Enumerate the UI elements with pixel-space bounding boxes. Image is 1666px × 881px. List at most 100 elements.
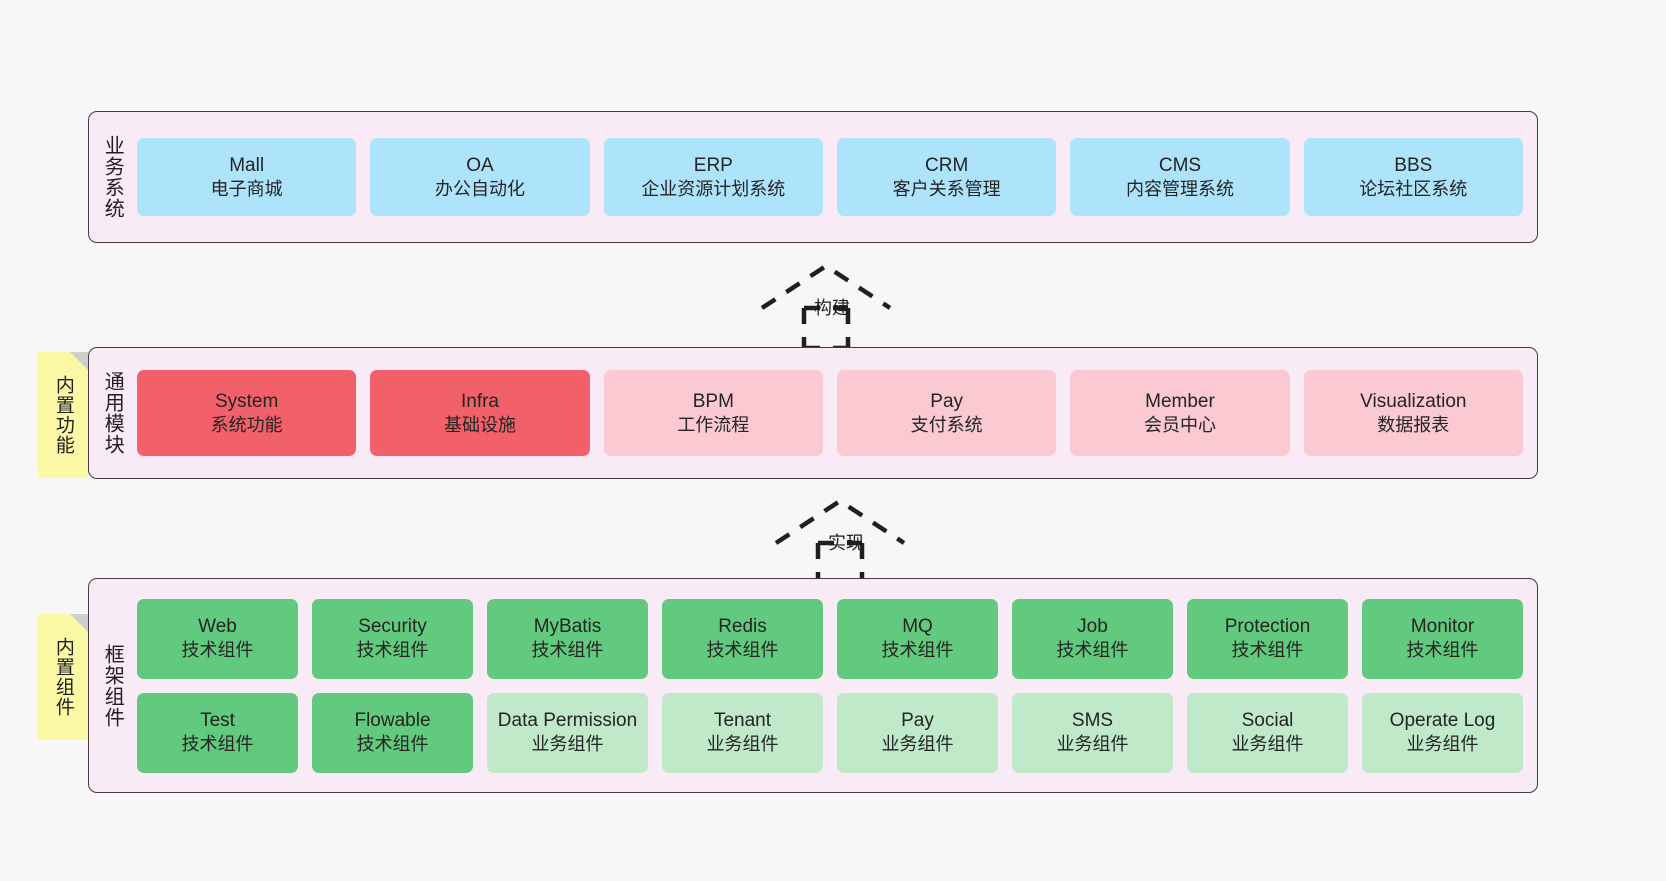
tile-subtitle: 电子商城 <box>210 178 283 199</box>
tile-subtitle: 技术组件 <box>181 734 254 755</box>
tile-pay-module[interactable]: Pay 支付系统 <box>836 370 1057 456</box>
tile-title: Social <box>1241 710 1294 732</box>
tile-redis[interactable]: Redis 技术组件 <box>662 598 823 679</box>
tile-subtitle: 技术组件 <box>356 734 429 755</box>
note-fold-corner-icon <box>70 614 88 632</box>
tile-visualization[interactable]: Visualization 数据报表 <box>1303 370 1523 456</box>
tile-title: Flowable <box>354 710 431 732</box>
tile-subtitle: 支付系统 <box>910 414 983 435</box>
tile-subtitle: 内容管理系统 <box>1125 178 1234 199</box>
tile-protection[interactable]: Protection 技术组件 <box>1187 598 1348 679</box>
tile-title: Data Permission <box>497 710 638 732</box>
tile-title: MyBatis <box>533 616 602 638</box>
connector-implement-label: 实现 <box>828 533 864 553</box>
tile-subtitle: 技术组件 <box>1056 640 1129 661</box>
tile-member[interactable]: Member 会员中心 <box>1070 370 1290 456</box>
tile-subtitle: 技术组件 <box>881 640 954 661</box>
tile-subtitle: 系统功能 <box>210 414 283 435</box>
tile-flowable[interactable]: Flowable 技术组件 <box>312 692 473 773</box>
tile-title: CMS <box>1158 154 1202 176</box>
tile-title: OA <box>466 154 494 176</box>
tile-pay-component[interactable]: Pay 业务组件 <box>837 692 998 773</box>
tile-social[interactable]: Social 业务组件 <box>1187 692 1348 773</box>
tile-oa[interactable]: OA 办公自动化 <box>370 138 590 216</box>
tile-erp[interactable]: ERP 企业资源计划系统 <box>603 138 823 216</box>
tile-subtitle: 技术组件 <box>531 640 604 661</box>
tile-mybatis[interactable]: MyBatis 技术组件 <box>487 598 648 679</box>
tile-subtitle: 技术组件 <box>181 640 254 661</box>
section-label-business-systems: 业务系统 <box>101 135 124 219</box>
tile-sms[interactable]: SMS 业务组件 <box>1012 692 1173 773</box>
sticky-note-label: 内置功能 <box>52 375 74 455</box>
tile-title: Security <box>358 616 427 638</box>
tile-system[interactable]: System 系统功能 <box>137 370 357 456</box>
sticky-note-label: 内置组件 <box>52 637 74 717</box>
tile-subtitle: 数据报表 <box>1377 414 1450 435</box>
tile-title: Test <box>200 710 235 732</box>
section-business-systems: 业务系统 Mall 电子商城 OA 办公自动化 ERP 企业资源计划系统 CRM… <box>88 111 1538 243</box>
tile-title: Tenant <box>713 710 772 732</box>
tile-title: Member <box>1145 390 1215 412</box>
tile-operate-log[interactable]: Operate Log 业务组件 <box>1362 692 1523 773</box>
tile-security[interactable]: Security 技术组件 <box>312 598 473 679</box>
tile-subtitle: 技术组件 <box>1231 640 1304 661</box>
tile-subtitle: 客户关系管理 <box>892 178 1001 199</box>
tile-job[interactable]: Job 技术组件 <box>1012 598 1173 679</box>
note-fold-corner-icon <box>70 352 88 370</box>
tile-title: Visualization <box>1360 390 1467 412</box>
section-label-framework-components: 框架组件 <box>101 643 124 728</box>
tile-title: Mall <box>229 154 265 176</box>
section-common-modules: 通用模块 System 系统功能 Infra 基础设施 BPM 工作流程 Pay… <box>88 347 1538 479</box>
tile-subtitle: 业务组件 <box>881 734 954 755</box>
tile-tenant[interactable]: Tenant 业务组件 <box>662 692 823 773</box>
tile-subtitle: 论坛社区系统 <box>1359 178 1468 199</box>
tile-title: BPM <box>692 390 734 412</box>
tile-title: Operate Log <box>1389 710 1496 732</box>
tile-title: BBS <box>1394 154 1433 176</box>
tile-cms[interactable]: CMS 内容管理系统 <box>1070 138 1290 216</box>
tile-title: ERP <box>693 154 733 176</box>
tile-bbs[interactable]: BBS 论坛社区系统 <box>1303 138 1523 216</box>
tile-title: System <box>214 390 279 412</box>
section-label-common-modules: 通用模块 <box>101 371 124 455</box>
tile-title: Infra <box>460 390 499 412</box>
tile-title: SMS <box>1071 710 1114 732</box>
tile-title: MQ <box>902 616 933 638</box>
build-arrow-icon <box>760 263 892 351</box>
sticky-note-builtin-functions: 内置功能 <box>38 352 88 478</box>
tile-test[interactable]: Test 技术组件 <box>137 692 298 773</box>
connector-build-label: 构建 <box>814 298 850 318</box>
tile-infra[interactable]: Infra 基础设施 <box>370 370 590 456</box>
tile-title: Job <box>1077 616 1108 638</box>
framework-components-grid: Web 技术组件 Security 技术组件 MyBatis 技术组件 Redi… <box>135 579 1537 792</box>
section-framework-components: 框架组件 Web 技术组件 Security 技术组件 MyBatis 技术组件… <box>88 578 1538 793</box>
connector-build: 构建 <box>752 258 912 351</box>
tile-title: Protection <box>1224 616 1311 638</box>
tile-subtitle: 工作流程 <box>677 414 750 435</box>
tile-title: Web <box>198 616 237 638</box>
tile-bpm[interactable]: BPM 工作流程 <box>603 370 823 456</box>
tile-monitor[interactable]: Monitor 技术组件 <box>1362 598 1523 679</box>
tile-subtitle: 会员中心 <box>1143 414 1216 435</box>
connector-implement: 实现 <box>766 493 926 586</box>
tile-subtitle: 业务组件 <box>1231 734 1304 755</box>
tile-subtitle: 技术组件 <box>1406 640 1479 661</box>
business-systems-tile-row: Mall 电子商城 OA 办公自动化 ERP 企业资源计划系统 CRM 客户关系… <box>135 112 1537 242</box>
framework-tech-row: Web 技术组件 Security 技术组件 MyBatis 技术组件 Redi… <box>137 598 1523 679</box>
tile-subtitle: 技术组件 <box>706 640 779 661</box>
tile-data-permission[interactable]: Data Permission 业务组件 <box>487 692 648 773</box>
tile-crm[interactable]: CRM 客户关系管理 <box>836 138 1057 216</box>
sticky-note-builtin-components: 内置组件 <box>38 614 88 740</box>
tile-title: Monitor <box>1410 616 1475 638</box>
tile-web[interactable]: Web 技术组件 <box>137 598 298 679</box>
tile-title: CRM <box>925 154 969 176</box>
tile-mall[interactable]: Mall 电子商城 <box>137 138 357 216</box>
tile-subtitle: 业务组件 <box>1406 734 1479 755</box>
tile-subtitle: 办公自动化 <box>434 178 525 199</box>
implement-arrow-icon <box>774 498 906 586</box>
tile-subtitle: 业务组件 <box>1056 734 1129 755</box>
tile-mq[interactable]: MQ 技术组件 <box>837 598 998 679</box>
tile-title: Pay <box>930 390 964 412</box>
tile-title: Pay <box>901 710 934 732</box>
